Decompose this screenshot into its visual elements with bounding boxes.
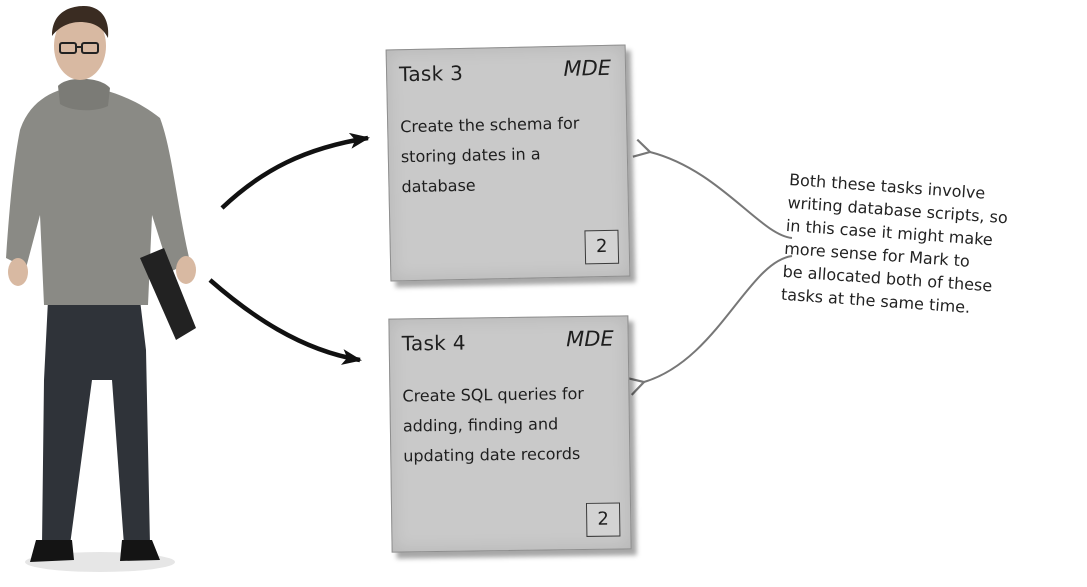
laptop-icon — [140, 248, 196, 340]
person-left-hand — [8, 258, 28, 286]
task-owner: MDE — [565, 326, 614, 352]
person-sweater — [6, 86, 190, 305]
task-estimate: 2 — [584, 229, 620, 265]
glasses-icon — [59, 42, 99, 54]
person-left-shoe — [30, 540, 74, 562]
person-jeans — [42, 300, 150, 545]
person-right-hand — [176, 256, 196, 284]
person-hair — [52, 6, 109, 38]
arrow-to-task-3 — [220, 132, 370, 210]
task-owner: MDE — [563, 55, 612, 81]
annotation-note: Both these tasks involve writing databas… — [780, 168, 1087, 327]
annotation-arrow-to-task-3 — [650, 152, 793, 239]
task-title: Task 3 — [398, 60, 464, 87]
person-illustration — [6, 6, 196, 572]
task-description: Create the schema for storing dates in a… — [400, 113, 580, 197]
task-title: Task 4 — [401, 330, 466, 356]
task-estimate: 2 — [585, 502, 621, 537]
person-collar — [58, 78, 110, 111]
task-card-4: Task 4 MDE Create SQL queries for adding… — [388, 315, 632, 553]
task-card-3: Task 3 MDE Create the schema for storing… — [385, 44, 631, 282]
person-right-shoe — [120, 540, 160, 561]
annotation-arrow-to-task-4 — [644, 255, 793, 382]
arrow-to-task-4 — [208, 278, 362, 365]
task-description: Create SQL queries for adding, finding a… — [402, 383, 585, 466]
